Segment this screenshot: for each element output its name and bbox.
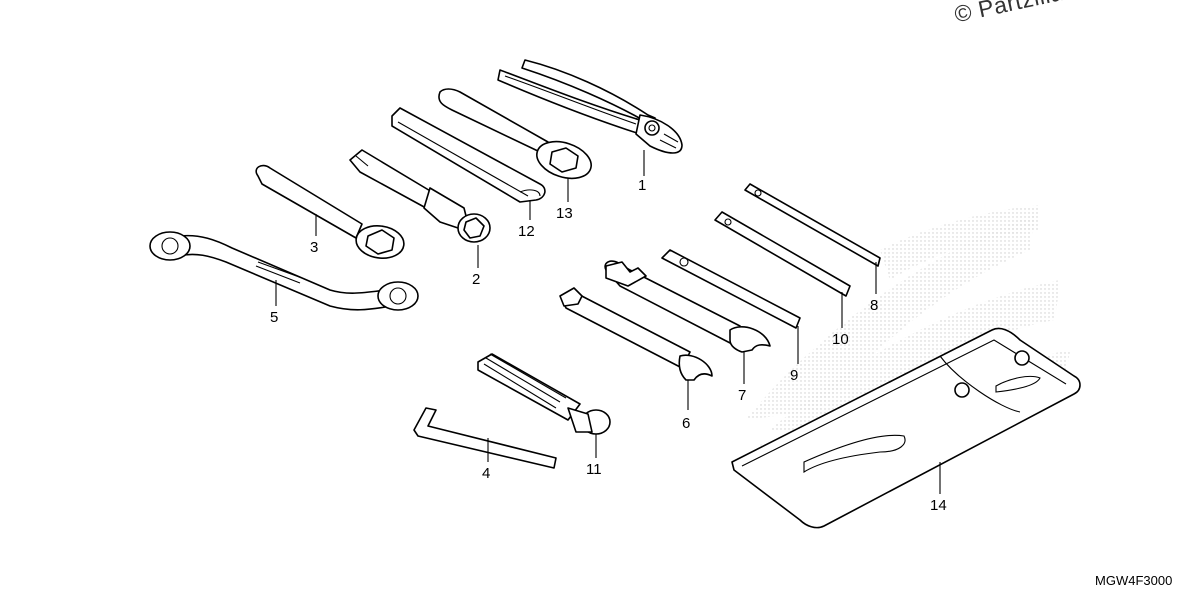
callout-8[interactable]: 8: [870, 297, 878, 314]
screwdriver-grip[interactable]: [477, 353, 611, 435]
open-end-wrench-large[interactable]: [604, 260, 771, 353]
callout-12[interactable]: 12: [518, 223, 535, 240]
callout-2[interactable]: 2: [472, 271, 480, 288]
leader-lines: [275, 150, 941, 494]
callout-3[interactable]: 3: [310, 239, 318, 256]
callout-4[interactable]: 4: [482, 465, 490, 482]
callout-5[interactable]: 5: [270, 309, 278, 326]
callout-14[interactable]: 14: [930, 497, 947, 514]
screwdriver-bar-b[interactable]: [661, 249, 801, 329]
open-end-wrench-small[interactable]: [559, 287, 713, 381]
hex-wrench[interactable]: [413, 407, 557, 469]
callout-7[interactable]: 7: [738, 387, 746, 404]
callout-13[interactable]: 13: [556, 205, 573, 222]
callout-6[interactable]: 6: [682, 415, 690, 432]
callout-1[interactable]: 1: [638, 177, 646, 194]
callout-numbers: 1 2 3 4 5 6 7 8 9 10 11 12 13 14: [270, 177, 947, 514]
pliers[interactable]: [497, 59, 683, 154]
spark-plug-wrench[interactable]: [349, 149, 491, 243]
tool-bag[interactable]: [731, 327, 1081, 529]
ring-wrench[interactable]: [438, 88, 596, 185]
offset-box-wrench[interactable]: [149, 231, 419, 311]
callout-10[interactable]: 10: [832, 331, 849, 348]
screwdriver-bar-c[interactable]: [714, 211, 851, 297]
figure-code: MGW4F3000: [1095, 573, 1173, 588]
callout-9[interactable]: 9: [790, 367, 798, 384]
box-wrench[interactable]: [255, 164, 406, 262]
extension-bar[interactable]: [391, 107, 546, 203]
screwdriver-bar-a[interactable]: [744, 183, 881, 267]
callout-11[interactable]: 11: [586, 461, 602, 478]
